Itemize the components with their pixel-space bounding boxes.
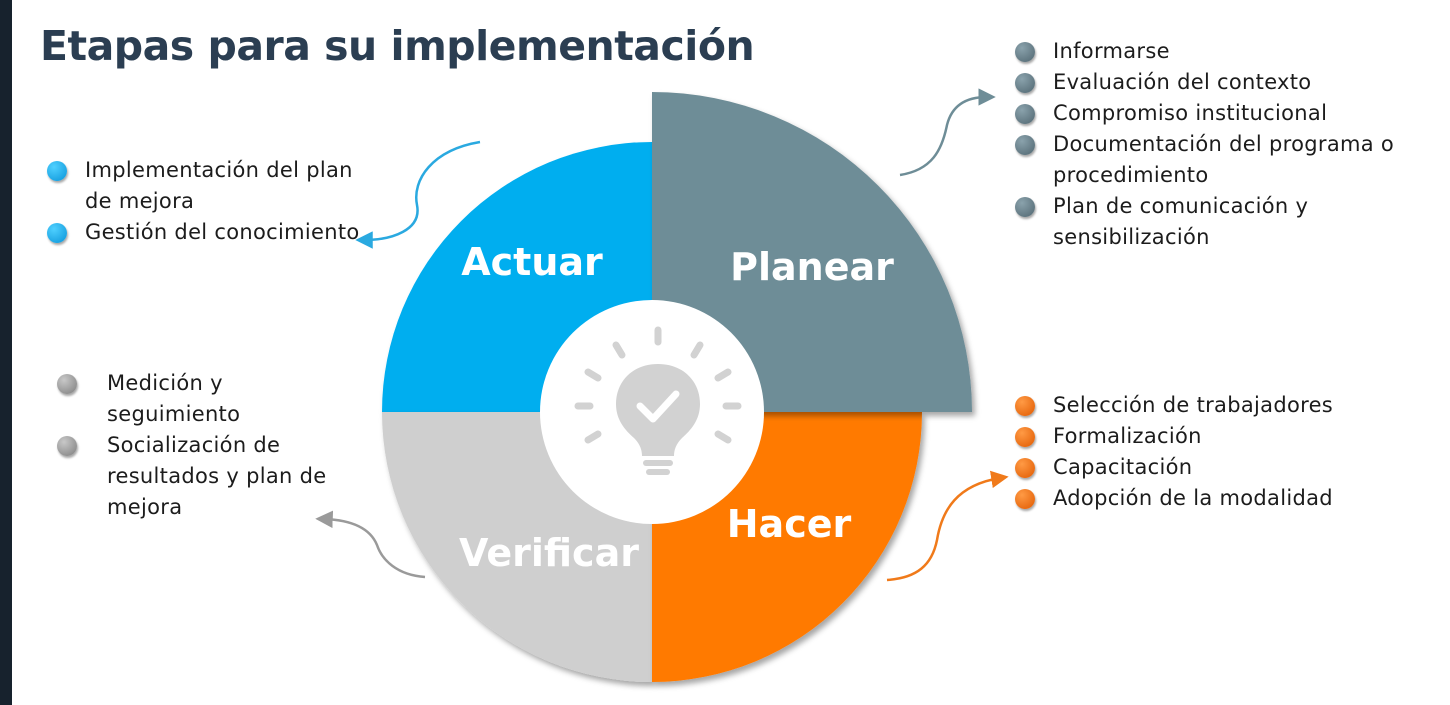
list-planear: Informarse Evaluación del contexto Compr… — [1015, 36, 1435, 253]
list-item: Informarse — [1015, 36, 1435, 67]
lightbulb-check-icon — [574, 326, 742, 475]
bullet-icon — [1015, 458, 1035, 478]
arrow-hacer — [886, 470, 1009, 582]
quadrant-planear — [652, 92, 972, 412]
list-item: Formalización — [1015, 421, 1435, 452]
list-item: Selección de trabajadores — [1015, 390, 1435, 421]
list-item: Capacitación — [1015, 452, 1435, 483]
bullet-icon — [1015, 489, 1035, 509]
bullet-icon — [1015, 427, 1035, 447]
bullet-icon — [57, 374, 77, 394]
arrow-actuar — [355, 140, 481, 249]
list-hacer: Selección de trabajadores Formalización … — [1015, 390, 1435, 514]
page-title: Etapas para su implementación — [40, 22, 755, 70]
arrow-planear — [899, 88, 996, 177]
label-planear: Planear — [730, 245, 894, 289]
list-item: Medición y seguimiento — [57, 368, 357, 430]
label-actuar: Actuar — [461, 240, 603, 284]
bullet-icon — [1015, 104, 1035, 124]
list-item: Evaluación del contexto — [1015, 67, 1435, 98]
arrow-verificar — [315, 510, 426, 579]
pdca-cycle-diagram: Actuar Planear Hacer Verificar — [315, 88, 1009, 682]
bullet-icon — [1015, 135, 1035, 155]
bullet-icon — [47, 161, 67, 181]
slide: Etapas para su implementación Actua — [12, 0, 1450, 705]
label-hacer: Hacer — [727, 502, 852, 546]
list-item: Compromiso institucional — [1015, 98, 1435, 129]
bullet-icon — [1015, 396, 1035, 416]
bullet-icon — [1015, 73, 1035, 93]
list-item: Implementación del plan de mejora — [47, 155, 367, 217]
list-item: Gestión del conocimiento — [47, 217, 367, 248]
list-item: Adopción de la modalidad — [1015, 483, 1435, 514]
label-verificar: Verificar — [459, 531, 639, 575]
list-item: Socialización de resultados y plan de me… — [57, 430, 357, 523]
list-item: Documentación del programa o procedimien… — [1015, 129, 1435, 191]
bullet-icon — [1015, 42, 1035, 62]
bullet-icon — [1015, 197, 1035, 217]
bullet-icon — [57, 436, 77, 456]
bullet-icon — [47, 223, 67, 243]
list-actuar: Implementación del plan de mejora Gestió… — [47, 155, 367, 248]
list-item: Plan de comunicación y sensibilización — [1015, 191, 1435, 253]
list-verificar: Medición y seguimiento Socialización de … — [57, 368, 357, 523]
